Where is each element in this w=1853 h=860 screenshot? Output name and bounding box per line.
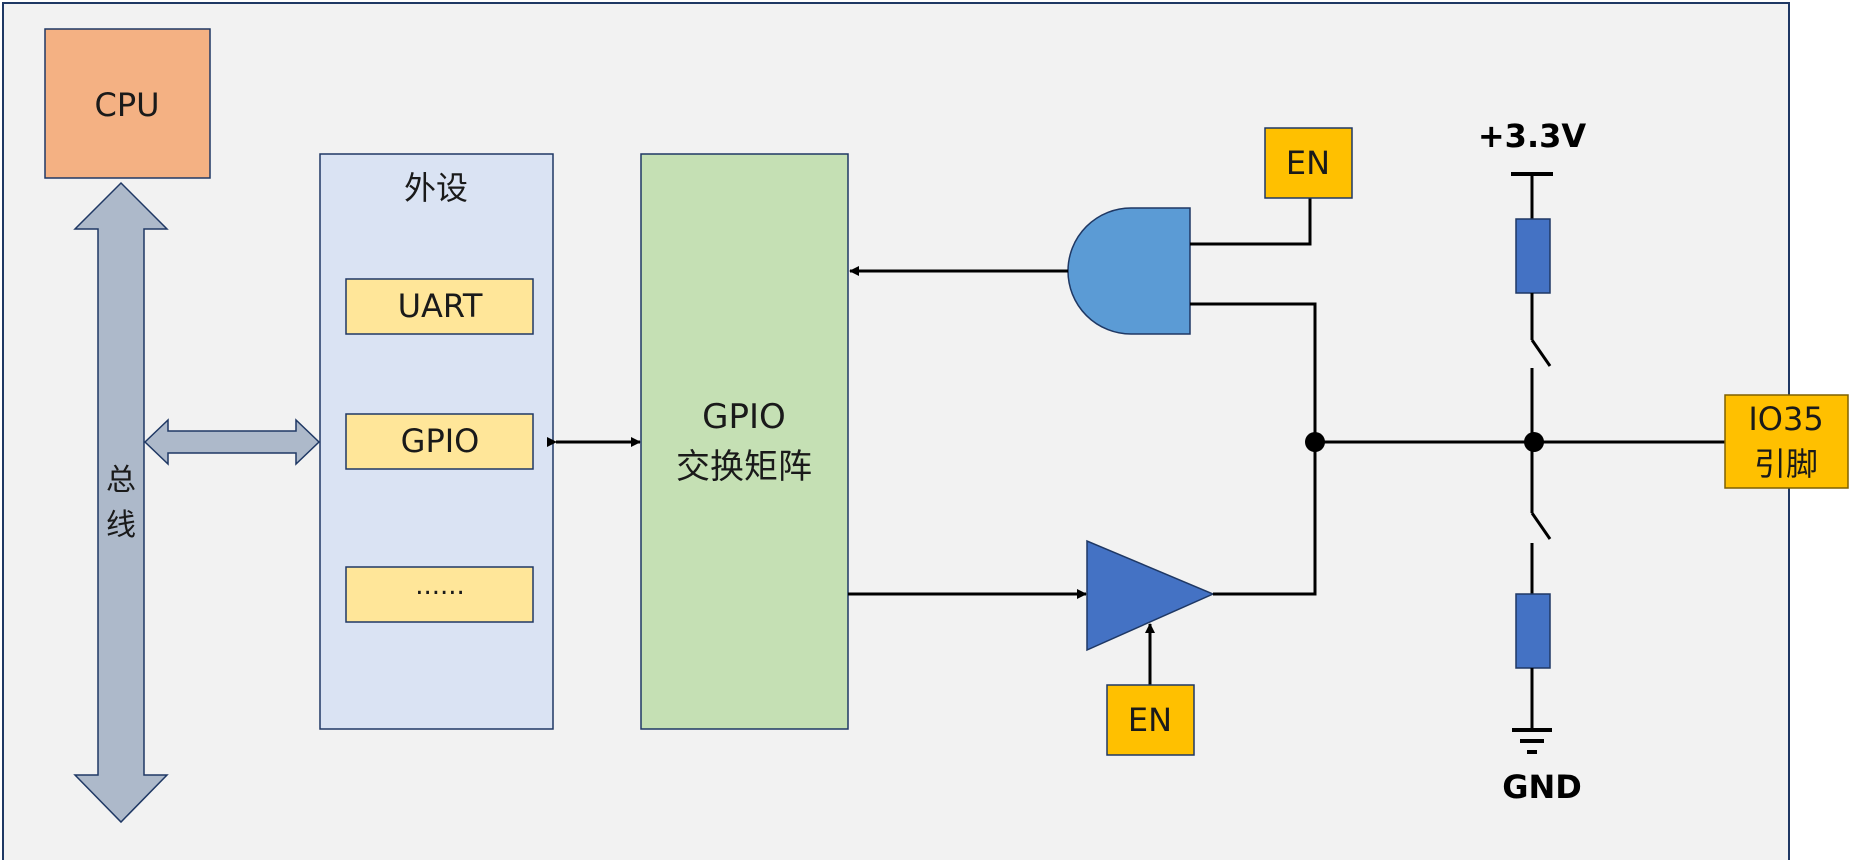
peripheral-item-uart-label: UART [398,287,483,325]
bus-label-bottom: 线 [106,508,136,543]
peripheral-item-more-box [345,566,534,623]
bus-arrow [73,181,169,824]
junction-dot-left [1305,432,1325,452]
buffer-enable-box [1106,684,1195,756]
junction-dot-right [1524,432,1544,452]
pulldown-switch [1530,512,1552,540]
pullup-resistor [1515,218,1551,294]
peripheral-item-uart-box [345,278,534,335]
gate-enable-wire [1190,197,1312,246]
gate-enable-label: EN [1286,144,1330,182]
buffer-enable-label: EN [1128,701,1172,739]
input-and-gate [1067,207,1191,335]
peripheral-item-more-label: ...... [415,571,465,601]
io-pin-label-line1: IO35 [1748,400,1823,438]
cpu-label: CPU [94,86,159,124]
peripheral-title: 外设 [404,169,468,207]
pullup-switch [1530,339,1552,367]
gate-enable-box [1264,127,1353,199]
cpu-box [44,28,211,179]
gpio-matrix-box [640,153,849,730]
io-pin-box [1724,394,1849,489]
vcc-label: +3.3V [1478,117,1587,155]
buffer-output-wire [1213,442,1317,596]
bus-label-top: 总 [106,463,136,498]
gnd-label: GND [1502,768,1582,806]
gpio-matrix-label-line2: 交换矩阵 [676,447,812,487]
output-buffer [1086,539,1215,652]
bus-peripheral-link-arrow [143,418,321,466]
io-pin-label-line2: 引脚 [1754,445,1818,483]
peripheral-item-gpio-box [345,413,534,470]
peripheral-item-gpio-label: GPIO [401,422,480,460]
pulldown-resistor [1515,593,1551,669]
gate-input-wire [1190,302,1317,442]
gpio-matrix-label-line1: GPIO [702,397,786,437]
